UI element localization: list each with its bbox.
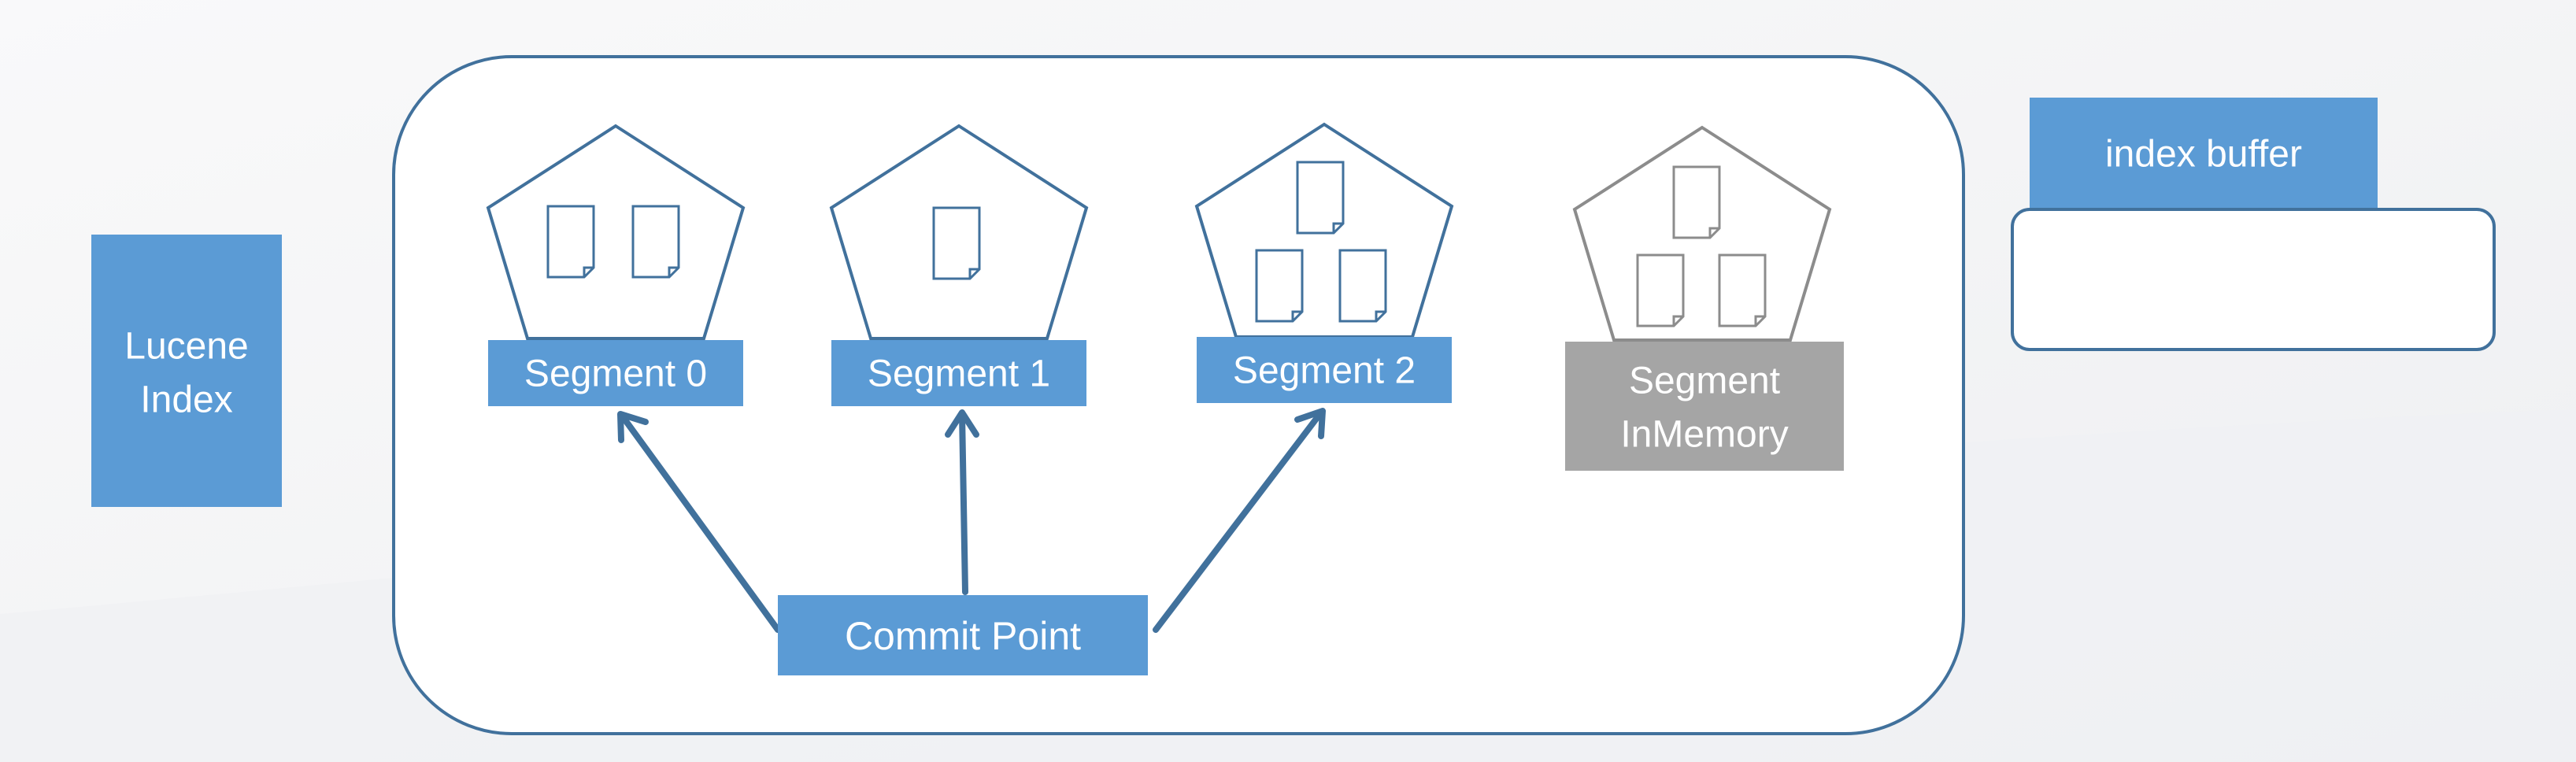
segment-0-pentagon — [486, 124, 746, 340]
segment-0-label-box — [488, 340, 743, 406]
commit-point-label: Commit Point — [845, 614, 1081, 658]
document-icon — [1672, 165, 1721, 239]
document-icon — [546, 205, 595, 279]
segment-inmemory-label-box — [1565, 342, 1844, 471]
index-container — [392, 55, 1965, 735]
commit-point: Commit Point — [778, 595, 1148, 675]
segment-1-label: Segment 1 — [868, 353, 1050, 395]
arrow-to-segment-1 — [945, 409, 979, 595]
document-icon — [1338, 249, 1387, 323]
document-icon — [932, 206, 981, 280]
arrow-to-segment-2 — [1153, 408, 1326, 633]
index-buffer: index buffer — [2011, 98, 2496, 351]
lucene-index-box: Lucene Index — [91, 235, 282, 507]
arrow-to-segment-0 — [617, 411, 781, 633]
segment-2-label: Segment 2 — [1233, 350, 1416, 392]
segment-0-label: Segment 0 — [524, 353, 707, 395]
segment-2-label-box — [1197, 337, 1452, 403]
document-icon — [1636, 253, 1685, 327]
segment-1: Segment 1 — [829, 124, 1089, 406]
index-buffer-box — [2011, 208, 2496, 351]
commit-point-box — [778, 595, 1148, 675]
document-icon — [1296, 161, 1345, 235]
segment-inmemory-label-line1: Segment — [1629, 361, 1780, 402]
index-buffer-tab — [2030, 98, 2378, 209]
document-icon — [1255, 249, 1304, 323]
segment-inmemory-label-line2: InMemory — [1620, 414, 1788, 456]
index-buffer-label: index buffer — [2105, 134, 2302, 176]
commit-arrows — [617, 408, 1326, 633]
lucene-index-label-line2: Index — [140, 379, 232, 421]
segment-inmemory: Segment InMemory — [1565, 125, 1844, 471]
segment-0: Segment 0 — [486, 124, 746, 406]
document-icon — [631, 205, 680, 279]
document-icon — [1718, 253, 1767, 327]
segment-2: Segment 2 — [1194, 122, 1454, 403]
lucene-index-label-line1: Lucene — [124, 326, 248, 368]
segment-1-label-box — [831, 340, 1086, 406]
